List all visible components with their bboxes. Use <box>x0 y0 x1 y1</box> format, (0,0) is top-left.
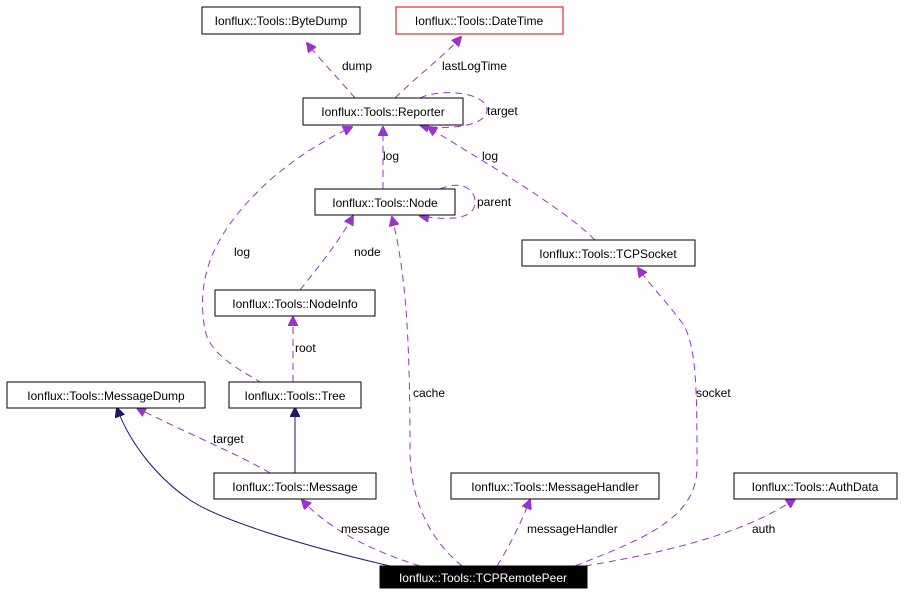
class-node-tcpsocket-label: Ionflux::Tools::TCPSocket <box>539 247 677 261</box>
class-node-tcpsocket[interactable]: Ionflux::Tools::TCPSocket <box>521 239 696 267</box>
class-node-messagedump-box <box>6 381 206 409</box>
class-node-messagehandler-label: Ionflux::Tools::MessageHandler <box>471 480 638 494</box>
edge-label-dump: dump <box>342 59 372 73</box>
class-node-nodeinfo-box <box>214 289 376 317</box>
edge-label-node: node <box>354 245 381 259</box>
class-node-authdata[interactable]: Ionflux::Tools::AuthData <box>733 472 898 500</box>
edge-node-parent <box>420 184 476 218</box>
edge-nodeinfo-node <box>299 216 353 291</box>
edge-label-cache: cache <box>413 386 445 400</box>
edge-tree-reporter-log <box>202 127 352 384</box>
edge-labels: dump lastLogTime target log log parent l… <box>213 59 775 536</box>
class-node-messagehandler[interactable]: Ionflux::Tools::MessageHandler <box>450 472 660 500</box>
class-node-bytedump-label: Ionflux::Tools::ByteDump <box>215 14 348 28</box>
class-node-datetime-box <box>395 6 564 35</box>
class-node-reporter-box <box>302 97 464 126</box>
edge-label-parent: parent <box>477 195 512 209</box>
class-node-authdata-label: Ionflux::Tools::AuthData <box>752 480 879 494</box>
class-node-tcpremotepeer-label: Ionflux::Tools::TCPRemotePeer <box>399 571 567 585</box>
edge-socket <box>574 268 698 567</box>
edge-dump <box>307 43 356 99</box>
class-node-messagehandler-box <box>450 472 660 500</box>
edge-label-tree-log: log <box>234 245 250 259</box>
edge-inherit-peer-messagedump <box>117 408 391 567</box>
edge-cache <box>392 217 463 567</box>
class-node-tree-box <box>228 381 362 409</box>
edge-label-message: message <box>341 522 390 536</box>
edge-label-lastlogtime: lastLogTime <box>442 59 507 73</box>
edge-label-messagehandler: messageHandler <box>527 522 618 536</box>
class-node-messagedump[interactable]: Ionflux::Tools::MessageDump <box>6 381 206 409</box>
edge-label-root: root <box>295 341 316 355</box>
nodes: Ionflux::Tools::ByteDump Ionflux::Tools:… <box>6 6 898 589</box>
class-node-nodeinfo-label: Ionflux::Tools::NodeInfo <box>232 297 358 311</box>
class-node-tcpsocket-box <box>521 239 696 267</box>
edge-messagehandler <box>496 500 530 567</box>
class-node-node-label: Ionflux::Tools::Node <box>332 196 438 210</box>
edge-message <box>302 500 421 567</box>
edge-label-socket-log: log <box>482 149 498 163</box>
class-node-tree[interactable]: Ionflux::Tools::Tree <box>228 381 362 409</box>
class-node-node-box <box>314 188 456 216</box>
edge-label-message-target: target <box>213 432 244 446</box>
class-node-reporter-label: Ionflux::Tools::Reporter <box>321 105 444 119</box>
class-node-tree-label: Ionflux::Tools::Tree <box>245 389 346 403</box>
class-node-datetime[interactable]: Ionflux::Tools::DateTime <box>395 6 564 35</box>
edge-socket-reporter-log <box>428 127 596 241</box>
edges <box>117 37 795 567</box>
class-node-messagedump-label: Ionflux::Tools::MessageDump <box>27 389 185 403</box>
edge-auth <box>584 499 795 567</box>
class-node-nodeinfo[interactable]: Ionflux::Tools::NodeInfo <box>214 289 376 317</box>
edge-label-node-log: log <box>383 149 399 163</box>
edge-message-target <box>137 408 271 474</box>
class-node-datetime-label: Ionflux::Tools::DateTime <box>415 14 544 28</box>
class-node-bytedump-box <box>201 6 361 35</box>
edge-reporter-target <box>420 92 488 128</box>
class-node-tcpremotepeer-box <box>379 565 588 589</box>
class-node-node[interactable]: Ionflux::Tools::Node <box>314 188 456 216</box>
class-node-message[interactable]: Ionflux::Tools::Message <box>213 472 377 500</box>
class-node-authdata-box <box>733 472 898 500</box>
edge-label-auth: auth <box>752 522 775 536</box>
class-node-reporter[interactable]: Ionflux::Tools::Reporter <box>302 97 464 126</box>
edge-label-socket: socket <box>696 386 731 400</box>
edge-label-reporter-target: target <box>487 104 518 118</box>
class-node-bytedump[interactable]: Ionflux::Tools::ByteDump <box>201 6 361 35</box>
class-node-message-box <box>213 472 377 500</box>
class-node-tcpremotepeer[interactable]: Ionflux::Tools::TCPRemotePeer <box>379 565 588 589</box>
class-node-message-label: Ionflux::Tools::Message <box>232 480 358 494</box>
